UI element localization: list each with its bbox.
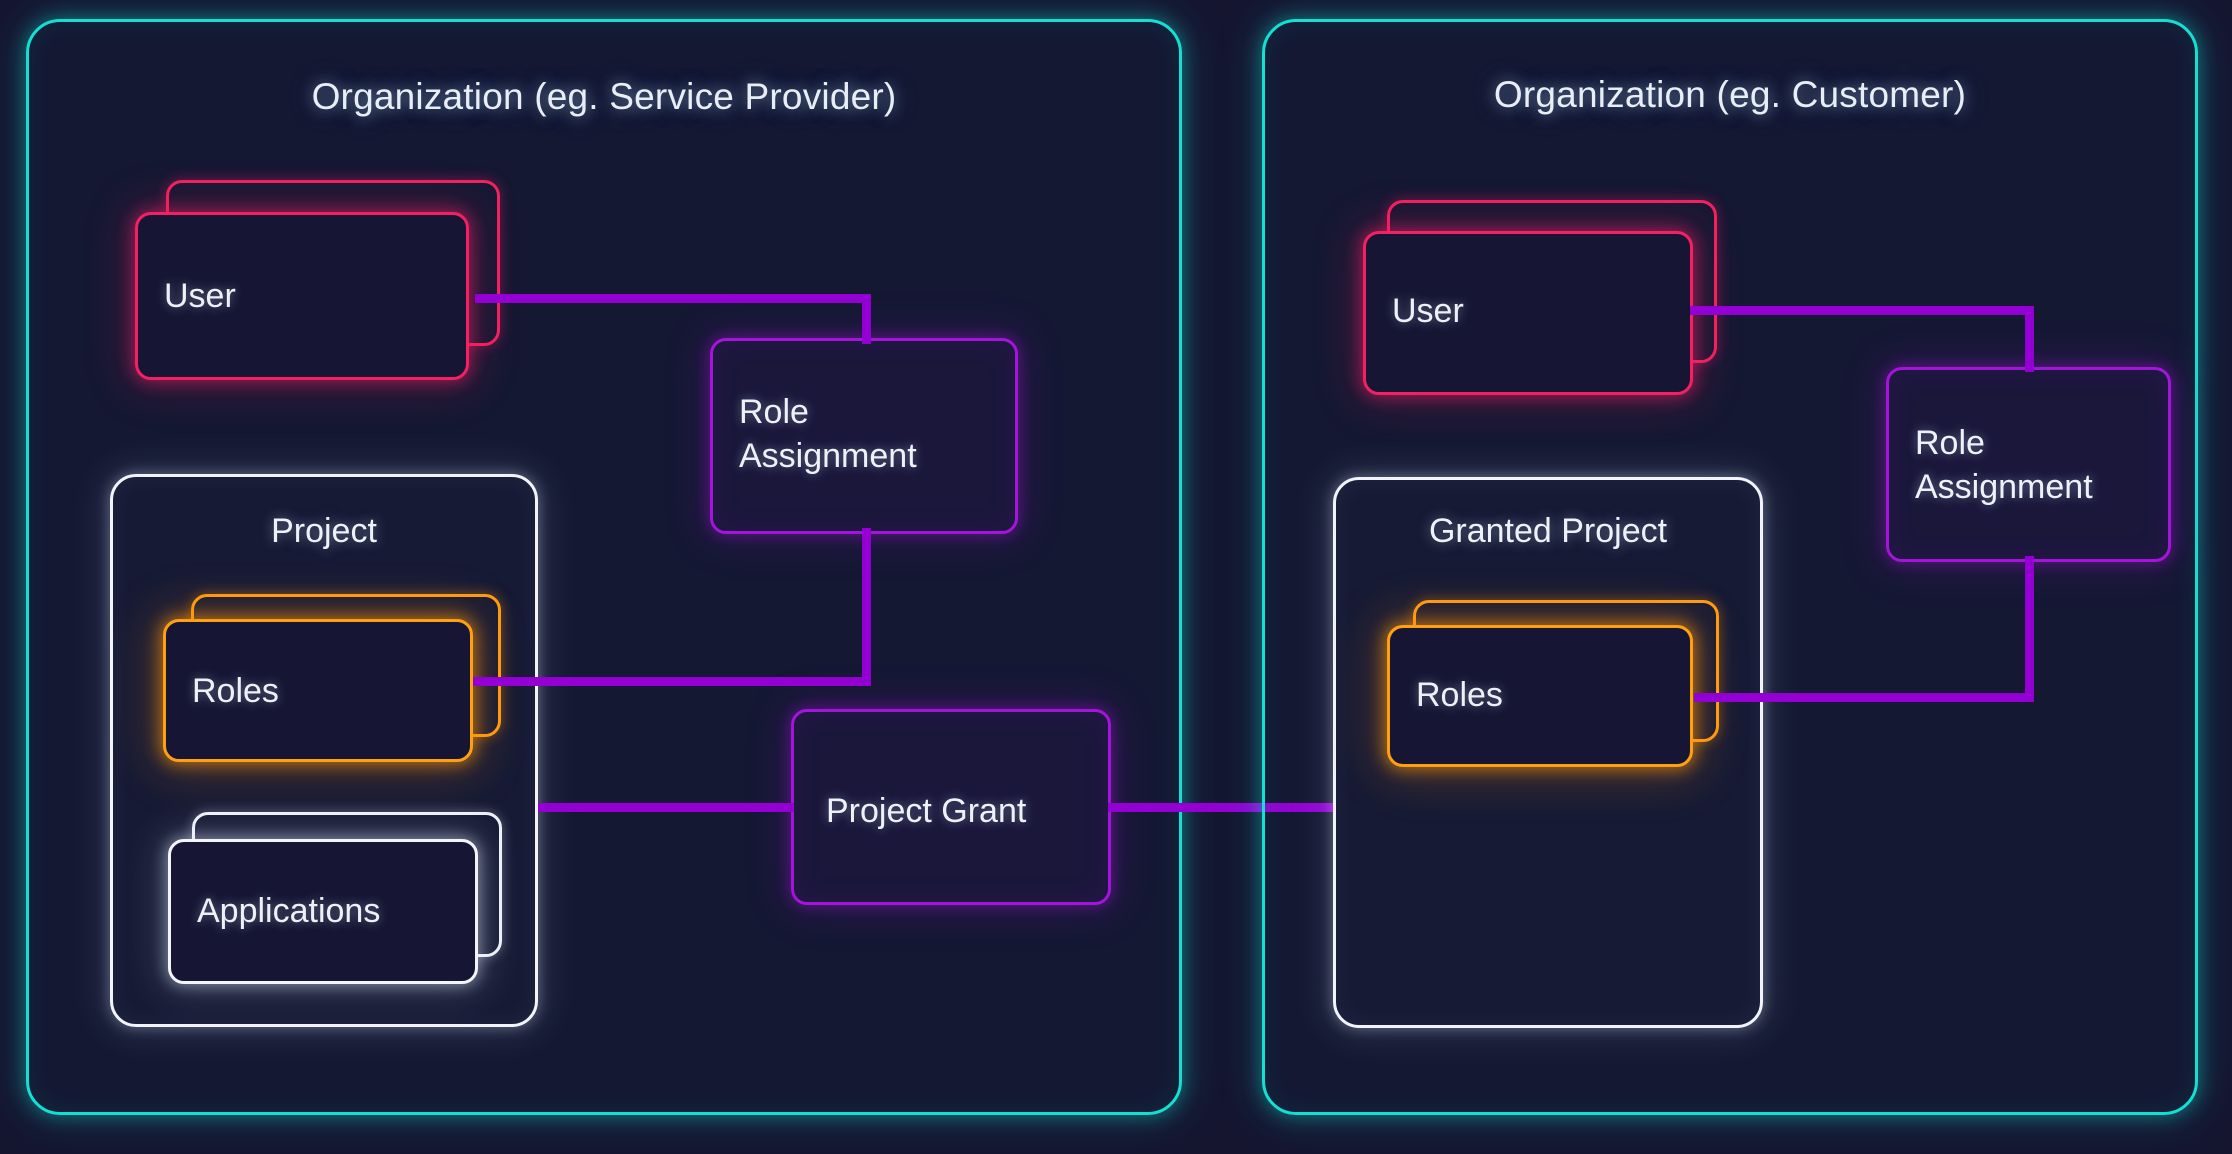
connector-role-assignment-to-roles-right-h [1694, 693, 2034, 702]
project-title: Project [271, 512, 377, 550]
role-assignment-box-right[interactable]: Role Assignment [1886, 367, 2171, 562]
connector-user-to-role-assignment-left-v [862, 294, 871, 344]
organization-right-container [1262, 19, 2198, 1115]
organization-right-title: Organization (eg. Customer) [1493, 74, 1967, 115]
connector-user-to-role-assignment-right-h [1690, 306, 2034, 315]
connector-user-to-role-assignment-right-v [2025, 306, 2034, 372]
user-card-stack-left: User [120, 180, 500, 380]
applications-card[interactable]: Applications [168, 839, 478, 984]
roles-card-stack-left: Roles [163, 594, 503, 762]
granted-project-container [1333, 477, 1763, 1028]
roles-card-stack-right: Roles [1387, 600, 1727, 767]
applications-card-label: Applications [197, 892, 381, 930]
role-assignment-label-right: Role Assignment [1915, 424, 2093, 506]
roles-card-label-left: Roles [192, 672, 279, 710]
roles-card-right[interactable]: Roles [1387, 625, 1693, 767]
applications-card-stack: Applications [168, 812, 508, 984]
roles-card-left[interactable]: Roles [163, 619, 473, 762]
connector-user-to-role-assignment-left-h [475, 294, 871, 303]
project-grant-box[interactable]: Project Grant [791, 709, 1111, 905]
connector-project-grant-to-granted-project [1108, 803, 1336, 812]
connector-role-assignment-to-roles-right-v [2025, 556, 2034, 702]
project-grant-label: Project Grant [826, 792, 1027, 830]
connector-project-to-project-grant [538, 803, 794, 812]
user-card-stack-right: User [1363, 200, 1723, 400]
user-card-label-right: User [1392, 292, 1464, 330]
connector-role-assignment-to-roles-left-v [862, 528, 871, 686]
roles-card-label-right: Roles [1416, 676, 1503, 714]
project-container [110, 474, 538, 1027]
user-card-label-left: User [164, 277, 236, 315]
organization-left-title: Organization (eg. Service Provider) [311, 76, 897, 117]
granted-project-title: Granted Project [1428, 512, 1668, 550]
connector-role-assignment-to-roles-left-h [473, 677, 871, 686]
organization-left-container [26, 19, 1182, 1115]
user-card-right[interactable]: User [1363, 231, 1693, 395]
role-assignment-box-left[interactable]: Role Assignment [710, 338, 1018, 534]
role-assignment-label-left: Role Assignment [739, 393, 917, 475]
user-card-left[interactable]: User [135, 212, 469, 380]
